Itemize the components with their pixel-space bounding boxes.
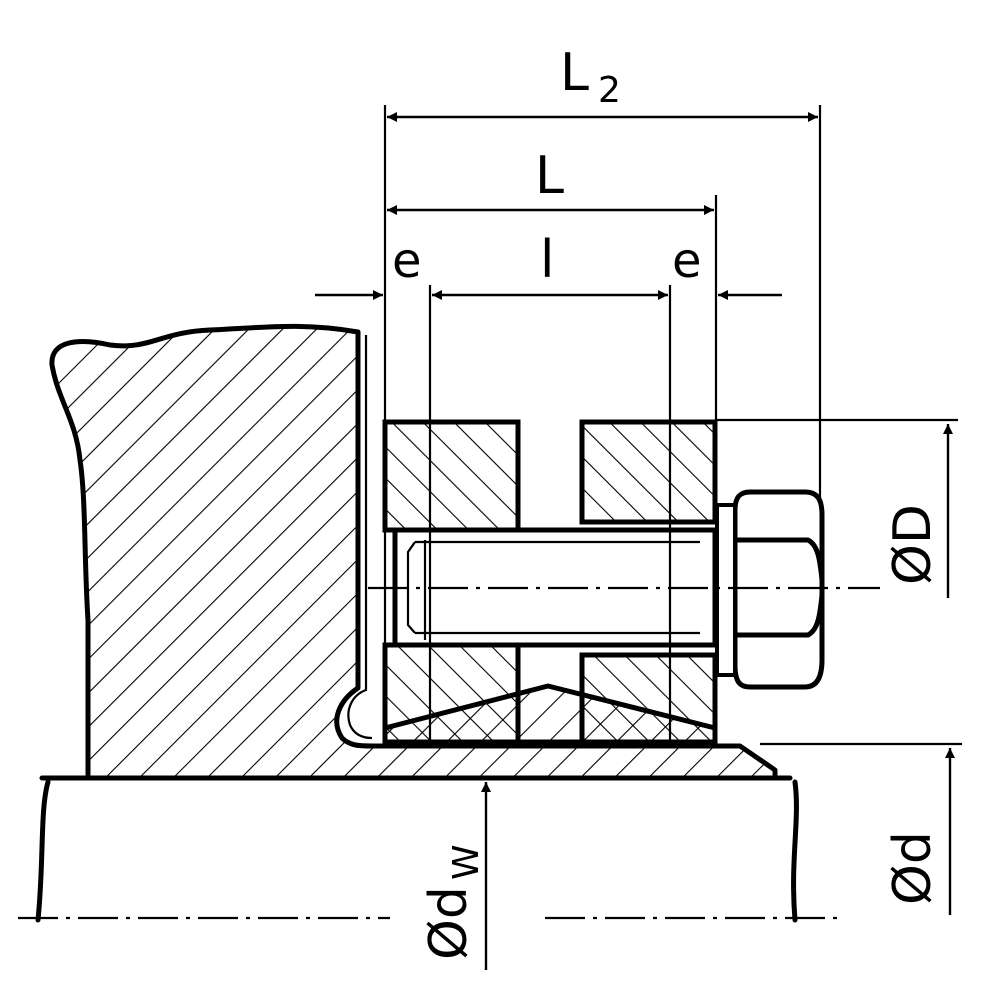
bolt-head-flats [732, 537, 825, 638]
label-D: ØD [883, 504, 943, 585]
label-dw-sub: W [446, 844, 487, 880]
label-dw: Ød [419, 886, 479, 960]
label-l: l [540, 230, 554, 290]
front-ring-right [579, 419, 718, 525]
label-d: Ød [883, 831, 943, 905]
label-e-right: e [672, 233, 702, 289]
label-e-left: e [392, 233, 422, 289]
cone-surface [384, 684, 716, 730]
bolt-head [732, 489, 825, 690]
bolt-washer [715, 503, 737, 677]
hub-groove [347, 335, 373, 740]
shaft-outline [35, 775, 799, 923]
label-L2-sub: 2 [598, 70, 621, 111]
front-ring-left [382, 419, 521, 533]
label-L: L [535, 146, 564, 206]
hub-body [49, 323, 778, 781]
label-L2: L [560, 43, 589, 103]
